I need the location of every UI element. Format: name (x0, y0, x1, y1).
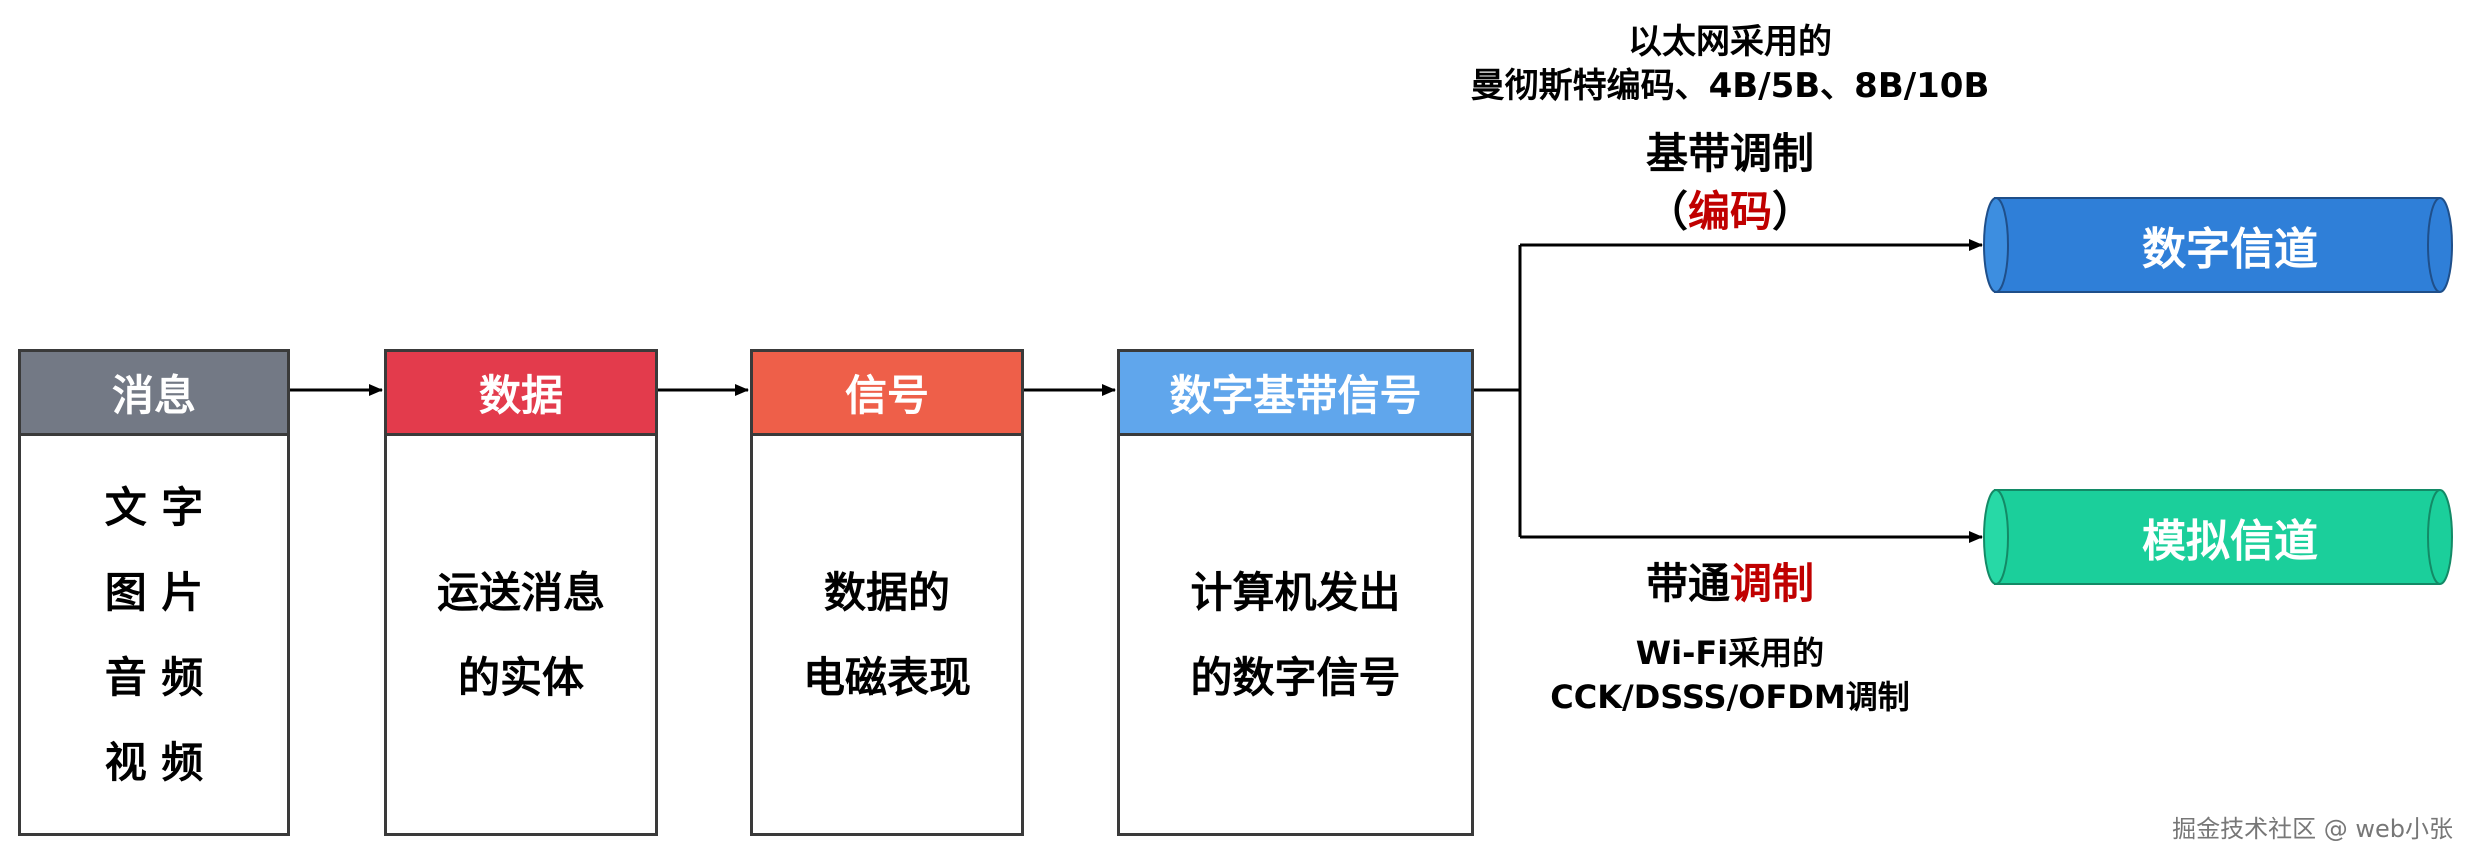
baseband-encoding-label: （编码） (1500, 178, 1960, 239)
ethernet-note-line-1: 以太网采用的 (1628, 22, 1832, 62)
baseband-signal-desc-line-2: 的数字信号 (1190, 652, 1401, 702)
message-box-body: 文 字 图 片 音 频 视 频 (21, 436, 287, 833)
digital-channel-label: 数字信道 (2142, 224, 2318, 275)
passband-highlight: 调制 (1730, 559, 1815, 608)
data-desc-line-2: 的实体 (457, 652, 584, 702)
message-item-audio: 音 频 (104, 652, 204, 702)
analog-channel-cylinder: 模拟信道 (1982, 488, 2454, 586)
analog-channel-shape (1983, 489, 2453, 585)
signal-box: 信号 数据的 电磁表现 (750, 349, 1024, 836)
signal-desc-line-1: 数据的 (823, 567, 950, 617)
message-box: 消息 文 字 图 片 音 频 视 频 (18, 349, 290, 836)
signal-box-body: 数据的 电磁表现 (753, 436, 1021, 833)
encoding-paren-open: （ (1645, 187, 1688, 236)
signal-box-title: 信号 (753, 352, 1021, 436)
wifi-note-line-1: Wi-Fi采用的 (1635, 634, 1825, 672)
digital-channel-shape (1983, 197, 2453, 293)
baseband-signal-box-body: 计算机发出 的数字信号 (1120, 436, 1471, 833)
data-box: 数据 运送消息 的实体 (384, 349, 658, 836)
passband-plain: 带通 (1645, 559, 1730, 608)
analog-channel-label: 模拟信道 (2142, 516, 2318, 567)
data-box-title: 数据 (387, 352, 655, 436)
baseband-signal-box-title: 数字基带信号 (1120, 352, 1471, 436)
ethernet-note-line-2: 曼彻斯特编码、4B/5B、8B/10B (1470, 66, 1990, 106)
encoding-highlight: 编码 (1687, 187, 1772, 236)
digital-channel-cylinder: 数字信道 (1982, 196, 2454, 294)
message-item-text: 文 字 (104, 482, 204, 532)
wifi-note-line-2: CCK/DSSS/OFDM调制 (1550, 678, 1910, 716)
signal-desc-line-2: 电磁表现 (802, 652, 971, 702)
encoding-paren-close: ） (1772, 187, 1815, 236)
baseband-signal-box: 数字基带信号 计算机发出 的数字信号 (1117, 349, 1474, 836)
message-item-video: 视 频 (104, 737, 204, 787)
baseband-signal-desc-line-1: 计算机发出 (1190, 567, 1401, 617)
message-box-title: 消息 (21, 352, 287, 436)
watermark-text: 掘金技术社区 @ web小张 (2172, 815, 2453, 843)
message-item-image: 图 片 (104, 567, 204, 617)
passband-modulation-label: 带通调制 (1500, 550, 1960, 611)
baseband-modulation-label: 基带调制 (1645, 129, 1814, 178)
data-desc-line-1: 运送消息 (436, 567, 605, 617)
data-box-body: 运送消息 的实体 (387, 436, 655, 833)
